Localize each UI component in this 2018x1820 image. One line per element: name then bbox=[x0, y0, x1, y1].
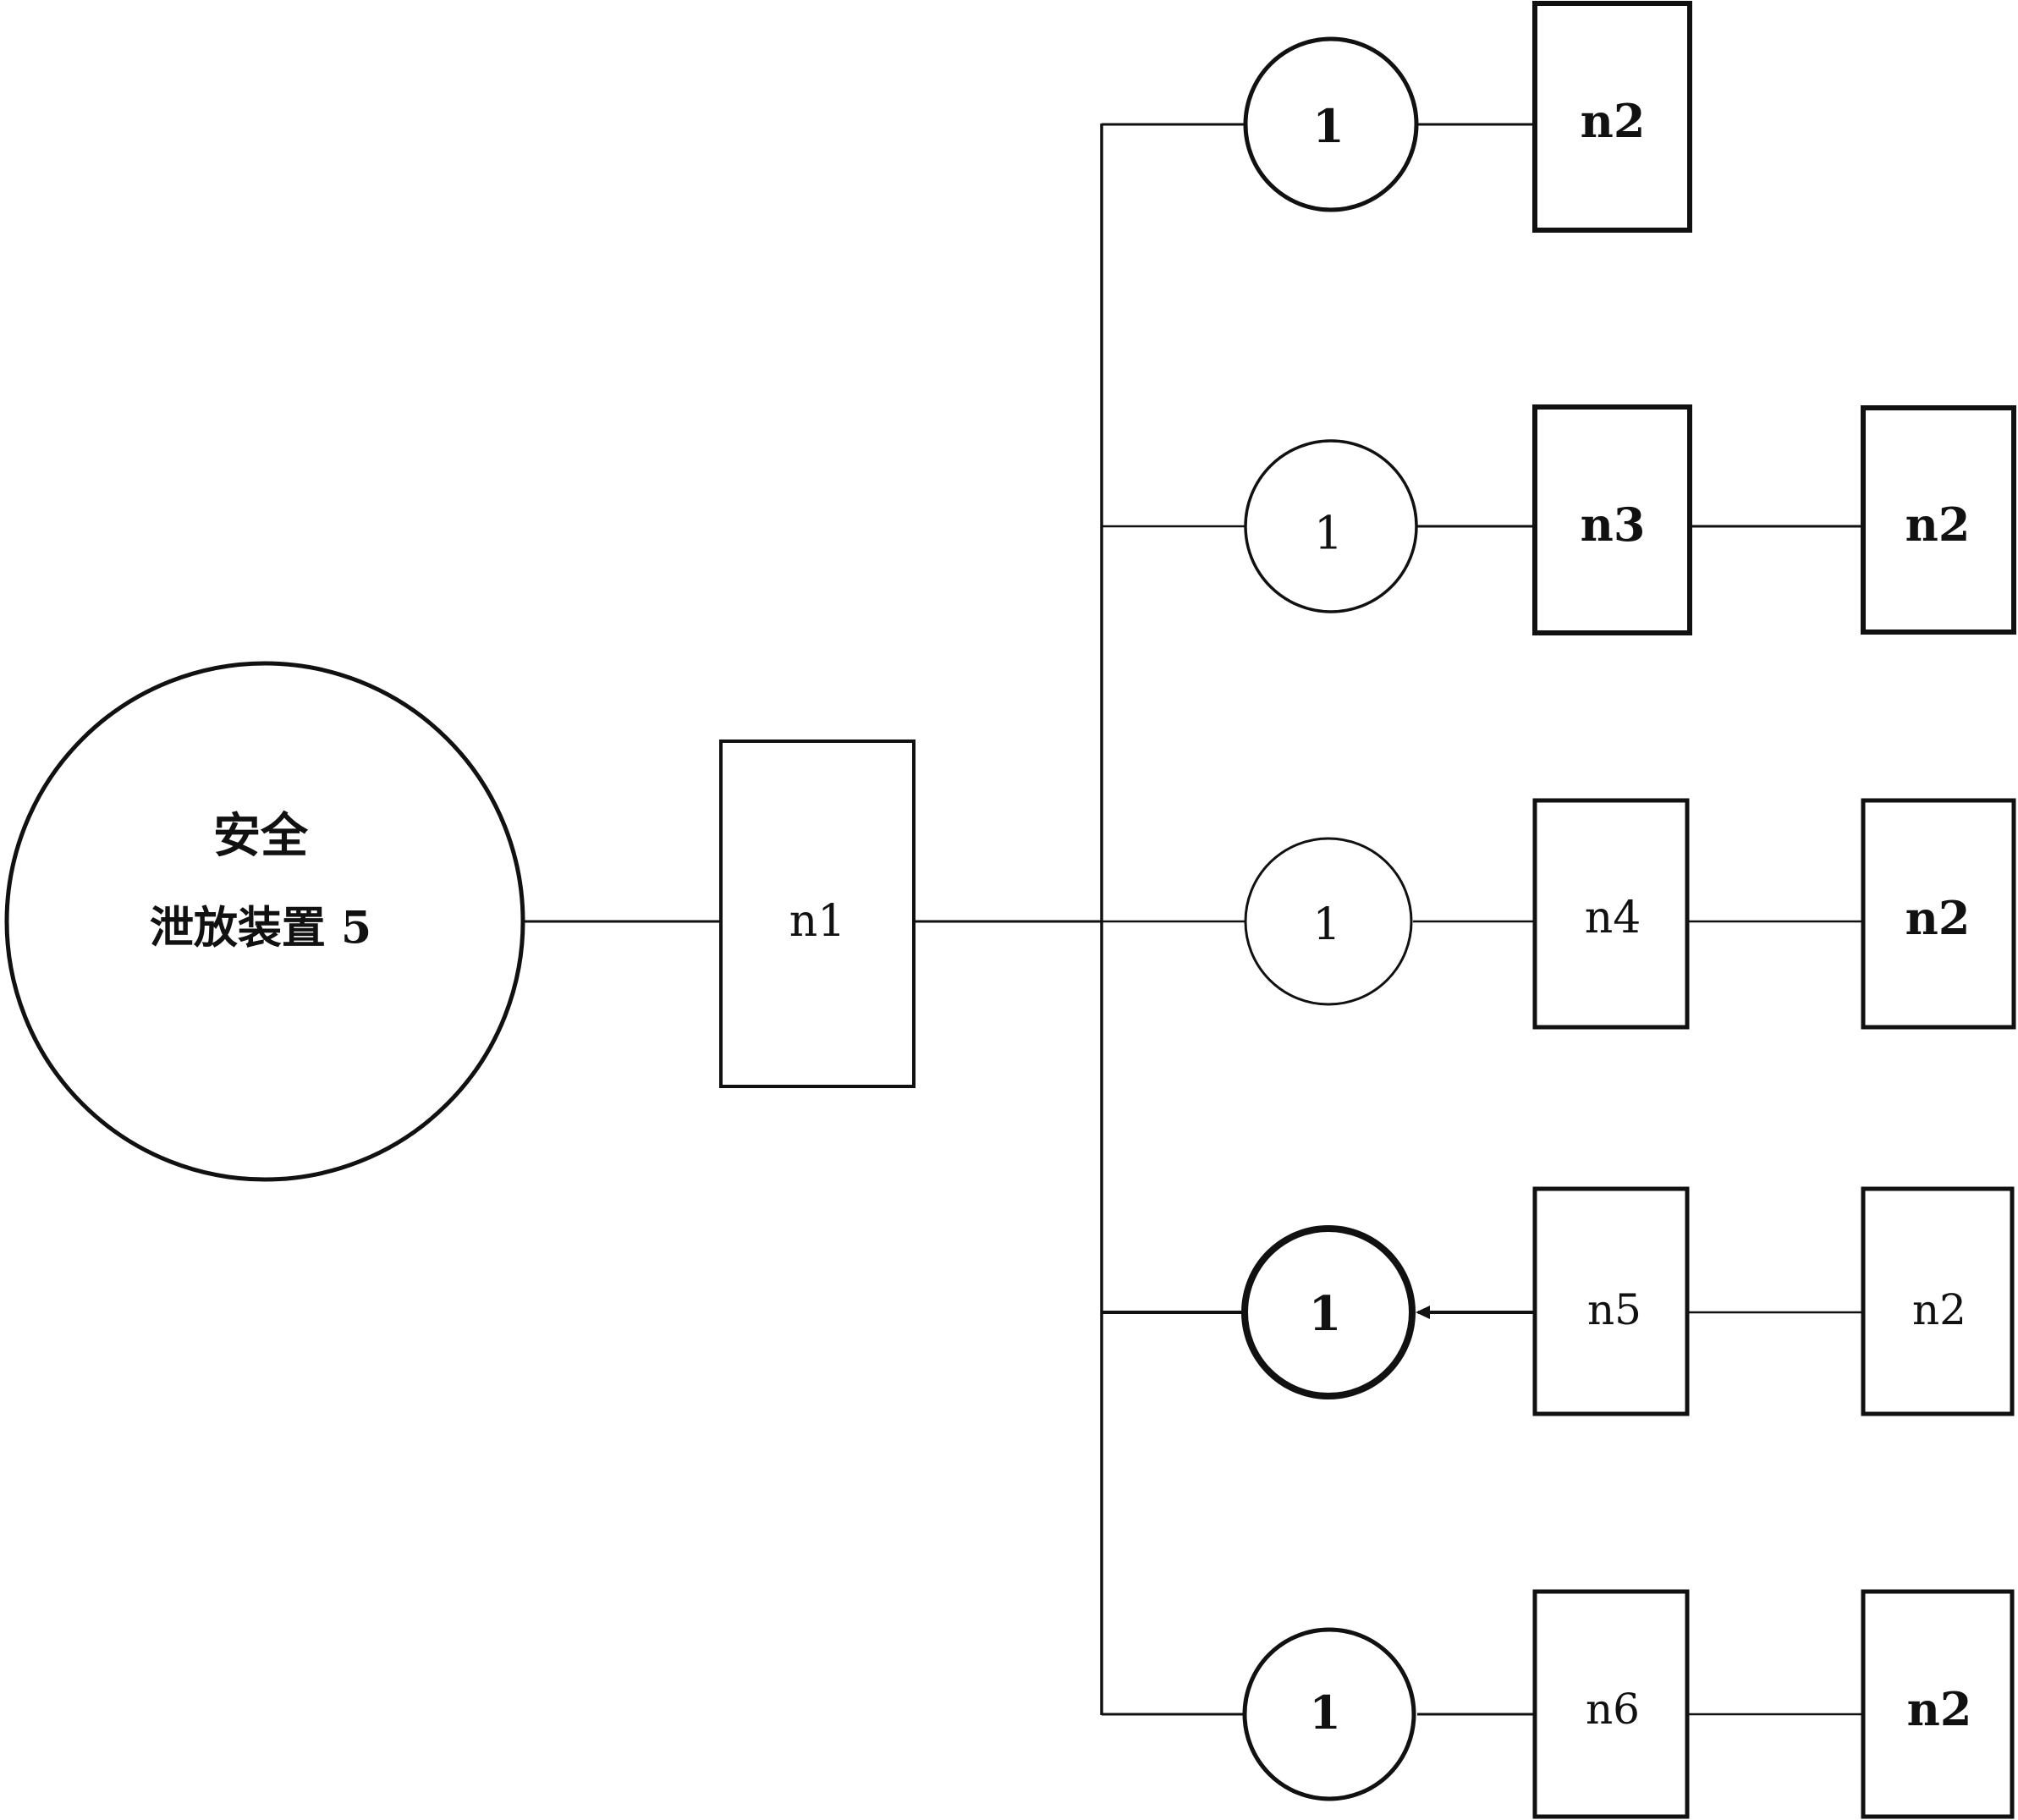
branch-1-box-1 bbox=[1532, 1, 1692, 233]
branch-2-box-1-label: n3 bbox=[1581, 498, 1646, 552]
branch-5-circle-label: 1 bbox=[1309, 1685, 1341, 1740]
branch-5: 1 n6 n2 bbox=[1242, 1589, 2015, 1819]
branch-4: 1 n5 n2 bbox=[1241, 1186, 2015, 1416]
branch-3-circle bbox=[1244, 837, 1413, 1006]
branch-2-box-1 bbox=[1532, 404, 1692, 635]
branch-4-box-1 bbox=[1532, 1186, 1690, 1416]
branch-3-box-2 bbox=[1861, 798, 2016, 1030]
hub-node: n1 bbox=[719, 740, 916, 1088]
branch-3-box-2-label: n2 bbox=[1905, 891, 1971, 945]
branch-3-box-1 bbox=[1532, 798, 1690, 1030]
branch-2-box-2 bbox=[1861, 405, 2016, 635]
branch-3-box-1-label: n4 bbox=[1585, 893, 1641, 943]
source-node: 安全 泄放装置 5 bbox=[4, 661, 525, 1182]
branch-5-box-2 bbox=[1861, 1589, 2015, 1819]
branch-1-box-1-label: n2 bbox=[1581, 94, 1646, 148]
branch-3: 1 n4 n2 bbox=[1244, 798, 2016, 1030]
hub-box bbox=[719, 740, 916, 1088]
branch-1-circle bbox=[1243, 36, 1419, 212]
branch-2: 1 n3 n2 bbox=[1244, 404, 2016, 635]
branch-1: 1 n2 bbox=[1243, 1, 1692, 233]
branch-5-box-2-label: n2 bbox=[1907, 1682, 1972, 1736]
source-label-line2: 泄放装置 5 bbox=[150, 903, 371, 954]
connector-lines bbox=[523, 123, 1863, 1716]
branch-4-circle-label: 1 bbox=[1309, 1286, 1342, 1342]
hub-label: n1 bbox=[789, 896, 846, 947]
source-label-line1: 安全 bbox=[213, 808, 309, 864]
branch-2-circle bbox=[1244, 439, 1418, 613]
branch-2-circle-label: 1 bbox=[1314, 507, 1343, 560]
branch-5-circle bbox=[1242, 1627, 1416, 1801]
branch-4-circle bbox=[1241, 1225, 1416, 1399]
branch-5-box-1 bbox=[1532, 1589, 1690, 1819]
source-circle bbox=[4, 661, 525, 1182]
branch-1-circle-label: 1 bbox=[1312, 99, 1344, 153]
branch-4-box-1-label: n5 bbox=[1587, 1285, 1641, 1334]
branch-4-arrowhead bbox=[1416, 1306, 1430, 1319]
branch-5-box-1-label: n6 bbox=[1586, 1685, 1640, 1734]
branch-2-box-2-label: n2 bbox=[1905, 498, 1971, 552]
branch-4-box-2 bbox=[1861, 1186, 2015, 1416]
branch-3-circle-label: 1 bbox=[1312, 899, 1340, 950]
branch-4-box-2-label: n2 bbox=[1912, 1285, 1966, 1334]
